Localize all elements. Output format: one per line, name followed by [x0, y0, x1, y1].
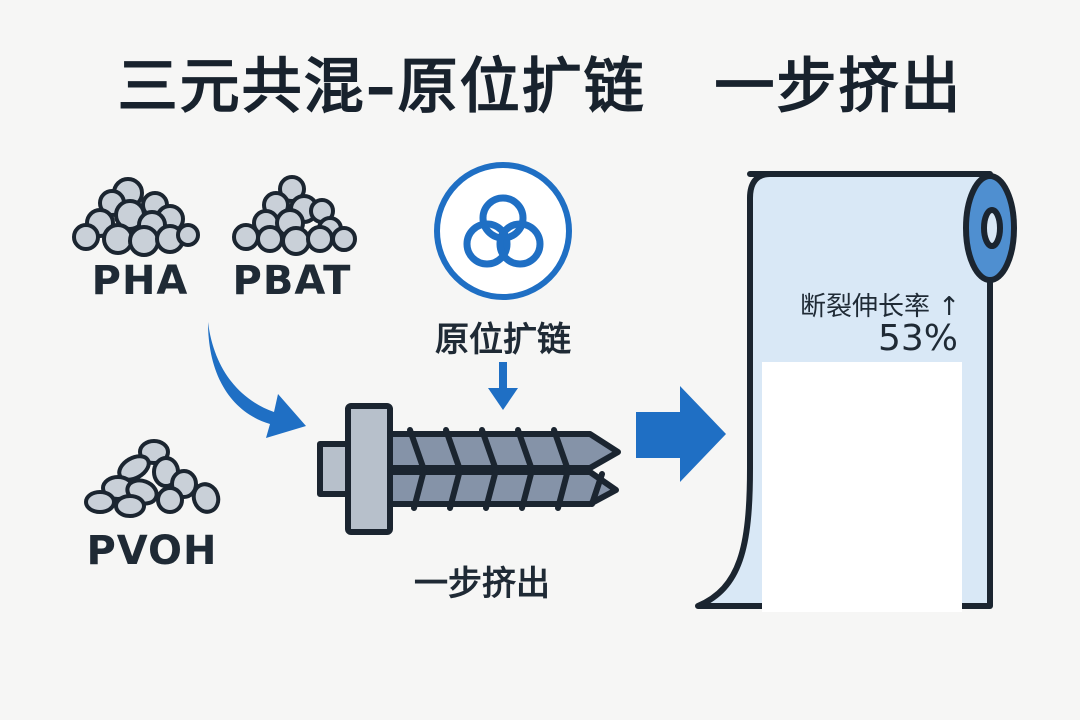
pellet-pile-icon [72, 177, 200, 257]
pellet-pile-icon [232, 175, 357, 256]
elongation-label: 断裂伸长率 ↑ [799, 292, 960, 322]
material-label-pbat: PBAT [232, 258, 352, 304]
right-arrow-icon [636, 386, 726, 482]
twin-screw-extruder-icon [317, 403, 621, 535]
chain-extension-label: 原位扩链 [435, 320, 571, 360]
material-label-pvoh: PVOH [86, 528, 218, 574]
elongation-value: 53% [877, 318, 958, 359]
pellet-pile-icon [84, 439, 221, 518]
page-title: 三元共混–原位扩链 一步挤出 [117, 52, 963, 122]
curved-arrow-icon [208, 322, 306, 438]
interlocked-rings-icon [434, 162, 572, 300]
film-roll-icon [695, 171, 1017, 612]
extrusion-label: 一步挤出 [414, 564, 550, 604]
material-label-pha: PHA [91, 258, 189, 304]
down-arrow-icon [488, 362, 518, 410]
